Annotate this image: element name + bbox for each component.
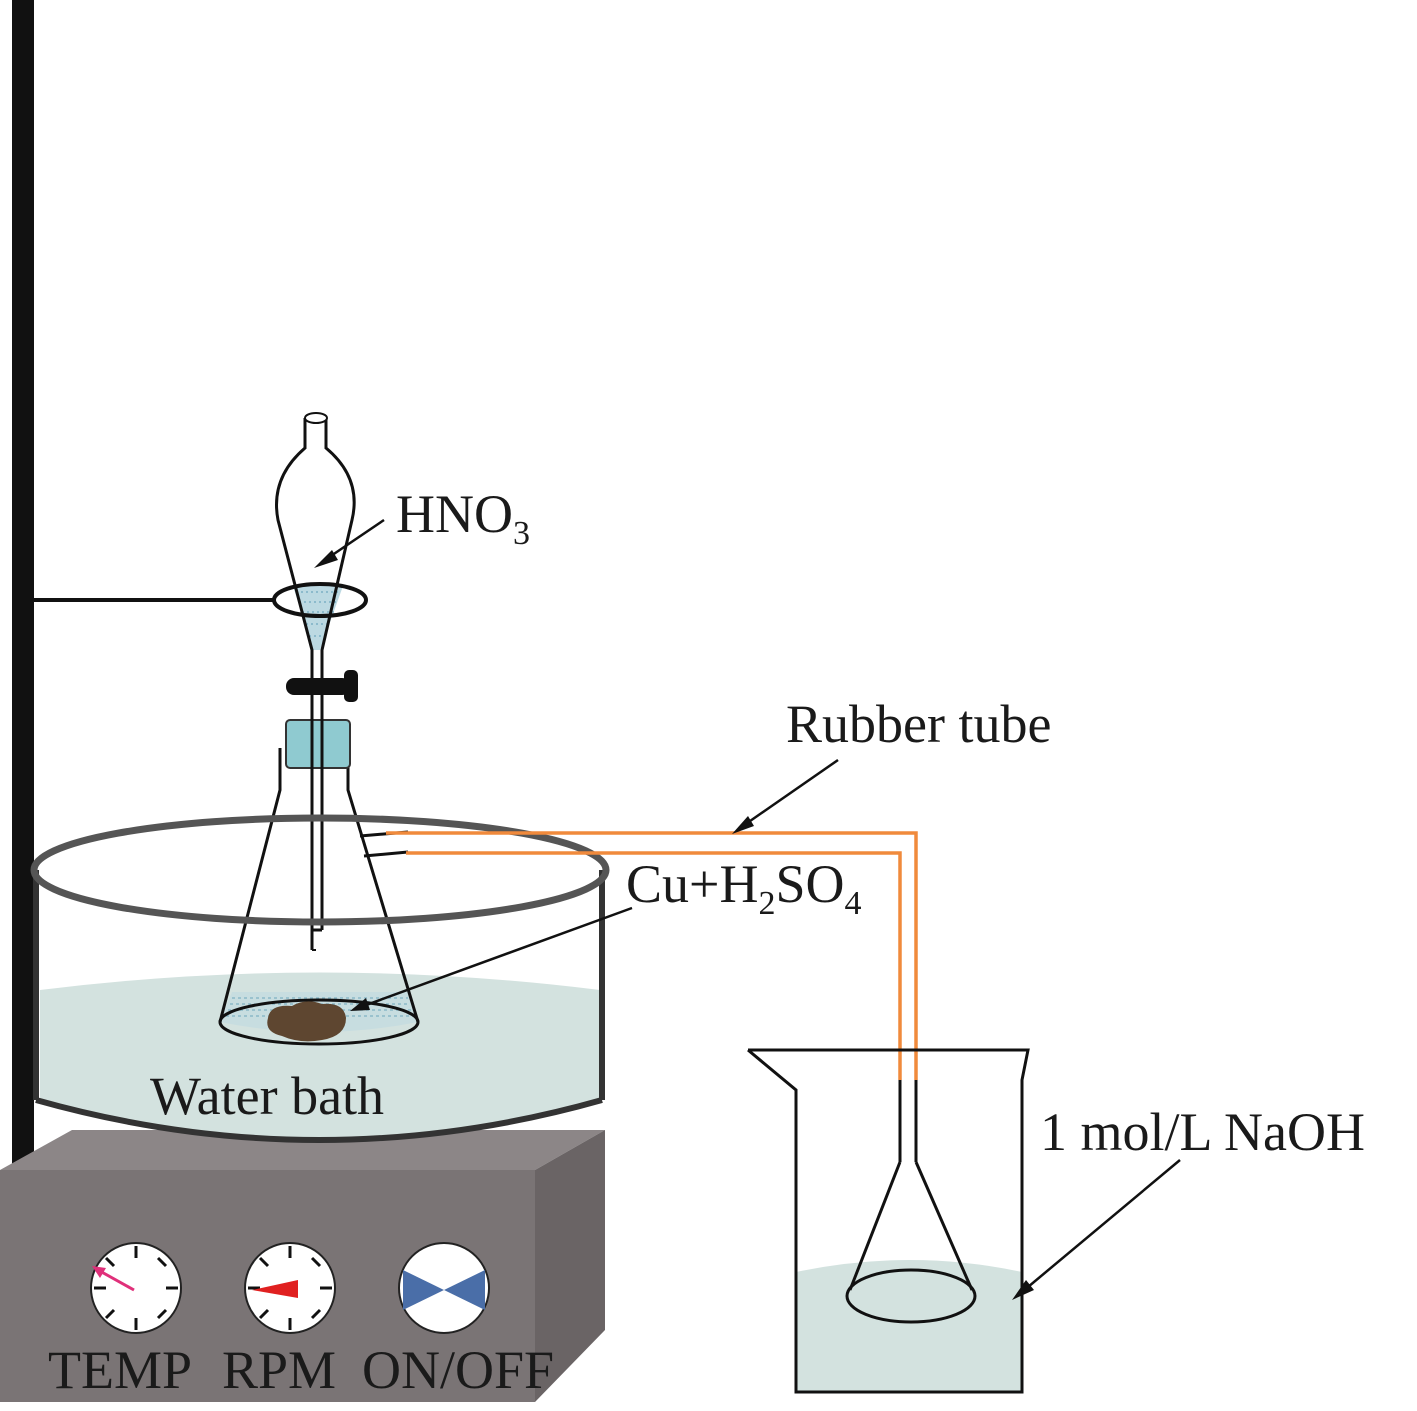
naoh-arrow bbox=[1021, 1159, 1181, 1293]
stopcock[interactable] bbox=[286, 678, 350, 695]
rpm-needle bbox=[252, 1280, 298, 1298]
inverted-funnel-mouth bbox=[845, 1268, 977, 1324]
copper-lump bbox=[267, 1001, 346, 1042]
beaker-liquid bbox=[796, 1260, 1022, 1392]
rubber-tube-label: Rubber tube bbox=[786, 694, 1051, 754]
temp-label: TEMP bbox=[48, 1340, 192, 1400]
hno3-label: HNO3 bbox=[396, 484, 530, 552]
clamp-ring bbox=[272, 582, 368, 618]
onoff-label: ON/OFF bbox=[362, 1340, 554, 1400]
stirrer-side-face bbox=[535, 1130, 605, 1402]
rubber-stopper bbox=[285, 719, 351, 769]
rubber-tube bbox=[386, 831, 918, 1080]
cu-arrow bbox=[357, 906, 633, 1010]
conical-flask bbox=[218, 748, 420, 1046]
separatory-funnel bbox=[275, 412, 358, 951]
rubber-tube-arrow bbox=[739, 758, 839, 830]
switch-bowtie bbox=[403, 1270, 444, 1310]
water-bath-water bbox=[40, 972, 600, 1140]
stirrer-top-face bbox=[0, 1130, 605, 1170]
water-bath bbox=[33, 870, 605, 1143]
water-bath-rim bbox=[30, 814, 610, 926]
onoff-switch[interactable] bbox=[398, 1242, 490, 1334]
retort-stand-rod bbox=[12, 0, 34, 1165]
naoh-label: 1 mol/L NaOH bbox=[1040, 1102, 1365, 1162]
temp-needle bbox=[97, 1268, 135, 1292]
beaker bbox=[747, 1048, 1030, 1394]
rpm-dial[interactable] bbox=[244, 1242, 336, 1334]
water-bath-label: Water bath bbox=[150, 1066, 384, 1126]
temp-dial[interactable] bbox=[90, 1242, 182, 1334]
rpm-label: RPM bbox=[222, 1340, 336, 1400]
cu-h2so4-label: Cu+H2SO4 bbox=[626, 854, 862, 922]
